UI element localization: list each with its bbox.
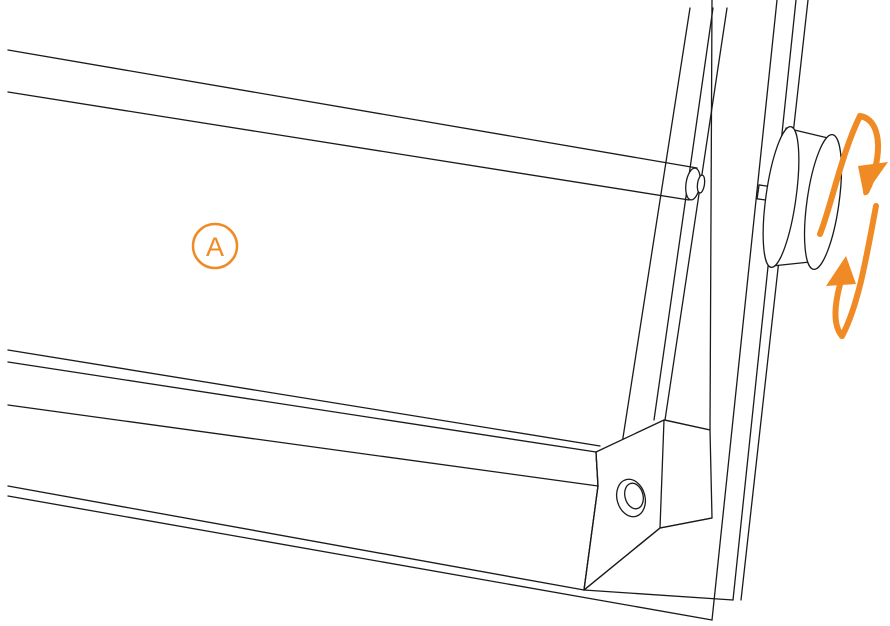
bolt-head: [615, 478, 647, 518]
callout-label: A: [206, 232, 224, 262]
adjustment-knob: [756, 126, 843, 271]
callout-marker: A: [191, 222, 239, 270]
base-frame: [7, 0, 809, 621]
side-rail: [621, 0, 728, 445]
corner-bracket: [583, 419, 713, 591]
upper-rod: [7, 49, 706, 201]
front-beam: [7, 349, 601, 591]
callout-circle: [191, 222, 239, 270]
rotate-arrows-icon: [817, 113, 888, 339]
